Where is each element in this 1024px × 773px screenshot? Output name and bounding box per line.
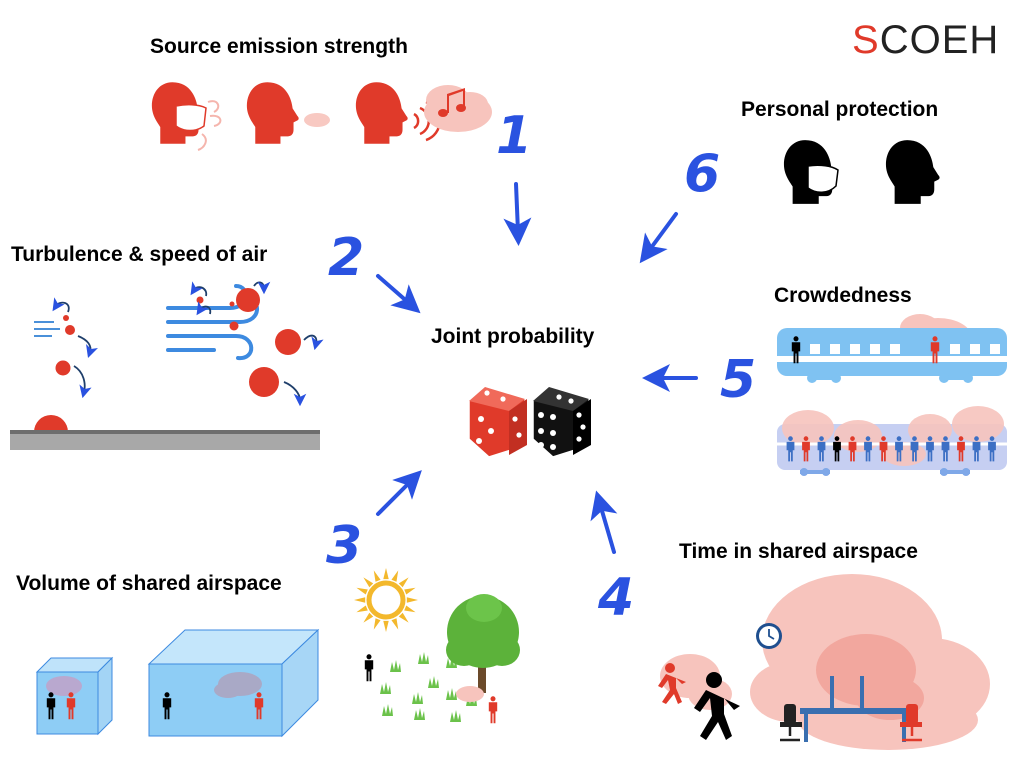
crowdedness-group: [777, 314, 1007, 476]
turbulence-group: [10, 281, 324, 450]
train-car-icon: [777, 314, 1007, 383]
office-chair-icon: [780, 704, 802, 742]
head-icon: [885, 140, 940, 204]
factor-label-3: Volume of shared airspace: [16, 572, 282, 595]
center-title: Joint probability: [431, 325, 595, 348]
office-chair-icon: [900, 704, 922, 742]
flow-arrows: [376, 182, 698, 554]
brand-logo-rest: COEH: [879, 18, 1000, 62]
arrow-3: [376, 470, 422, 516]
masked-head-icon: [151, 82, 222, 151]
arrow-4: [590, 490, 618, 554]
step-number-5: 5: [720, 350, 757, 410]
source-emission-group: [151, 82, 492, 151]
train-car-icon: [777, 406, 1007, 476]
step-number-3: 3: [326, 516, 363, 576]
running-person-icon: [694, 672, 740, 740]
arrow-2: [376, 274, 421, 314]
brand-logo-s: S: [852, 18, 880, 62]
time-group: [658, 574, 990, 750]
surface: [10, 415, 320, 450]
volume-group: [35, 568, 520, 738]
tree-icon: [446, 594, 520, 693]
wind-icon: [34, 321, 60, 337]
factor-label-6: Personal protection: [741, 98, 939, 121]
running-person-icon: [658, 663, 686, 704]
person-icon: [488, 696, 498, 724]
step-number-6: 6: [684, 144, 721, 204]
brand-logo: SCOEH: [852, 18, 999, 63]
step-number-4: 4: [598, 568, 635, 628]
arrow-6: [639, 212, 678, 264]
sun-icon: [354, 568, 418, 632]
factor-label-1: Source emission strength: [150, 35, 408, 58]
dice-icon: [468, 386, 592, 458]
masked-head-icon: [783, 140, 839, 204]
desk: [800, 676, 910, 742]
factor-label-5: Crowdedness: [774, 284, 912, 307]
arrow-1: [503, 182, 532, 246]
step-number-1: 1: [496, 106, 533, 166]
music-note-icon: [438, 88, 466, 117]
cube-room-icon: [35, 656, 114, 736]
step-number-2: 2: [328, 228, 365, 288]
droplet-path-arrows: [52, 281, 324, 407]
factor-label-2: Turbulence & speed of air: [11, 243, 268, 266]
personal-protection-group: [783, 140, 940, 204]
person-icon: [364, 654, 374, 682]
factor-label-4: Time in shared airspace: [679, 540, 918, 563]
cube-room-icon: [147, 628, 320, 738]
head-icon: [246, 82, 330, 144]
clock-icon: [756, 623, 782, 649]
droplet-icon: [55, 288, 301, 397]
